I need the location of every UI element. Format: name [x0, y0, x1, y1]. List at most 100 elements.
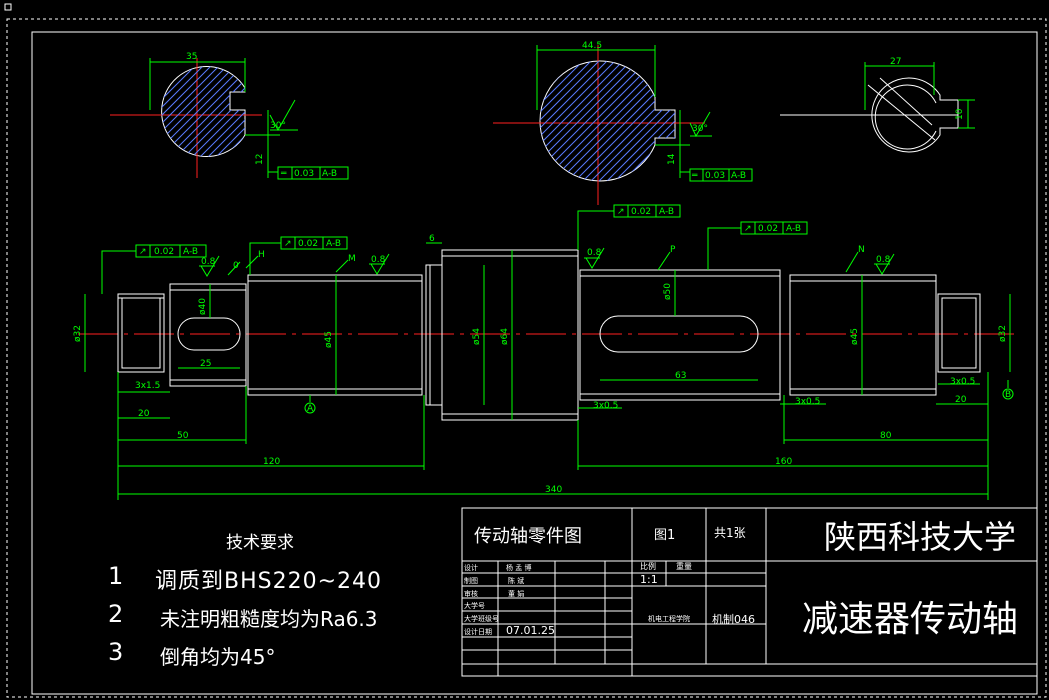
tech-item-1: 调质到BHS220~240 — [155, 569, 383, 594]
svg-text:160: 160 — [775, 457, 792, 467]
svg-text:50: 50 — [177, 431, 189, 441]
surface-labels: H M P N 0 — [227, 245, 865, 276]
svg-text:ø45: ø45 — [324, 331, 334, 348]
diameter-dimensions: ø32 ø40 ø45 ø54 ø64 ø50 ø45 ø32 — [73, 250, 1011, 420]
svg-text:ø45: ø45 — [850, 328, 860, 345]
svg-text:20: 20 — [955, 395, 967, 405]
row-label-draw: 制图 — [464, 577, 478, 585]
svg-text:ø54: ø54 — [472, 328, 482, 345]
sec3-key-dim: 10 — [955, 108, 965, 120]
section-view-1: 35 12 ═ 0.03 A-B 30° — [110, 52, 349, 180]
svg-text:0.02: 0.02 — [298, 239, 318, 249]
svg-text:A-B: A-B — [326, 239, 341, 249]
svg-text:A-B: A-B — [183, 247, 198, 257]
row-label-review: 审核 — [464, 590, 478, 598]
row-name-draw: 陈 斌 — [508, 577, 525, 585]
svg-text:0.8: 0.8 — [201, 257, 216, 267]
svg-text:6: 6 — [429, 234, 435, 244]
weight-label: 重量 — [676, 562, 692, 571]
svg-text:63: 63 — [675, 371, 686, 381]
corner-marker — [4, 3, 12, 11]
roughness-symbols: 0.8 0.8 0.8 0.8 — [199, 247, 895, 277]
svg-text:ø32: ø32 — [73, 325, 83, 342]
svg-text:ø32: ø32 — [998, 325, 1008, 342]
svg-text:0.02: 0.02 — [631, 207, 651, 217]
svg-text:H: H — [258, 250, 265, 260]
department: 机电工程学院 — [648, 615, 690, 623]
sec1-depth-dim: 12 — [255, 154, 265, 165]
svg-text:0.02: 0.02 — [758, 224, 778, 234]
datum-markers: A B — [304, 380, 1014, 414]
row-name-review: 董 娟 — [508, 590, 525, 598]
svg-text:3x0.5: 3x0.5 — [593, 401, 618, 411]
svg-text:A-B: A-B — [322, 169, 337, 179]
sec2-depth-dim: 14 — [667, 153, 677, 165]
university-name: 陕西科技大学 — [824, 518, 1017, 556]
tech-item-2: 未注明粗糙度均为Ra6.3 — [160, 607, 378, 631]
tech-item-3-num: 3 — [108, 638, 124, 666]
scale-label: 比例 — [640, 562, 656, 571]
svg-text:A-B: A-B — [659, 207, 674, 217]
svg-text:↗: ↗ — [139, 247, 147, 257]
row-label-class: 大学班级号 — [464, 615, 499, 623]
svg-text:ø50: ø50 — [663, 283, 673, 300]
svg-text:N: N — [858, 245, 865, 255]
sec1-width-dim: 35 — [186, 52, 197, 62]
row-name-design: 杨 孟 博 — [506, 564, 532, 572]
svg-text:30°: 30° — [692, 124, 708, 134]
title-block — [461, 507, 1038, 677]
svg-text:0.8: 0.8 — [587, 248, 602, 258]
product-name: 减速器传动轴 — [802, 599, 1019, 640]
figure-number: 图1 — [654, 528, 676, 543]
svg-text:0.03: 0.03 — [705, 171, 725, 181]
svg-text:ø40: ø40 — [198, 298, 208, 315]
sec2-width-dim: 44.5 — [582, 41, 602, 51]
svg-text:═: ═ — [691, 171, 698, 181]
svg-text:20: 20 — [138, 409, 150, 419]
svg-text:0: 0 — [233, 261, 239, 271]
svg-text:M: M — [348, 254, 356, 264]
svg-text:↗: ↗ — [744, 224, 752, 234]
svg-text:A-B: A-B — [786, 224, 801, 234]
tech-item-1-num: 1 — [108, 562, 124, 590]
svg-text:120: 120 — [263, 457, 280, 467]
svg-text:3x0.5: 3x0.5 — [795, 397, 820, 407]
tech-item-2-num: 2 — [108, 600, 124, 628]
tech-item-3: 倒角均为45° — [160, 645, 276, 669]
svg-text:3x0.5: 3x0.5 — [950, 377, 975, 387]
row-label-design: 设计 — [464, 564, 478, 572]
svg-text:25: 25 — [200, 359, 211, 369]
sec1-tol-frame — [277, 166, 349, 180]
svg-text:0.8: 0.8 — [876, 255, 891, 265]
section-view-2: 44.5 14 ═ 0.03 A-B 30° — [493, 41, 753, 205]
svg-text:═: ═ — [280, 169, 287, 179]
svg-text:A-B: A-B — [731, 171, 746, 181]
svg-text:↗: ↗ — [284, 239, 292, 249]
svg-text:B: B — [1005, 390, 1011, 400]
svg-text:P: P — [670, 245, 676, 255]
svg-text:80: 80 — [880, 431, 892, 441]
tech-title: 技术要求 — [226, 533, 294, 553]
svg-text:A: A — [307, 404, 314, 414]
class-number: 机制046 — [712, 613, 755, 626]
sec3-width-dim: 27 — [890, 57, 901, 67]
svg-text:↗: ↗ — [617, 207, 625, 217]
row-label-date: 设计日期 — [464, 628, 492, 636]
svg-text:3x1.5: 3x1.5 — [135, 381, 160, 391]
length-dimensions: 6 25 63 3x1.5 3x0.5 3x0.5 3x0.5 20 20 50… — [117, 234, 989, 500]
svg-text:0.8: 0.8 — [371, 255, 386, 265]
row-label-id: 大学号 — [464, 602, 485, 610]
svg-text:30°: 30° — [270, 121, 286, 131]
svg-text:0.02: 0.02 — [154, 247, 174, 257]
svg-text:ø64: ø64 — [500, 328, 510, 345]
shaft-elevation — [78, 249, 1020, 421]
inner-frame — [31, 31, 1038, 695]
part-name: 传动轴零件图 — [474, 526, 582, 547]
svg-text:340: 340 — [545, 485, 562, 495]
section-view-3: 27 10 — [780, 57, 975, 153]
svg-text:0.03: 0.03 — [294, 169, 314, 179]
